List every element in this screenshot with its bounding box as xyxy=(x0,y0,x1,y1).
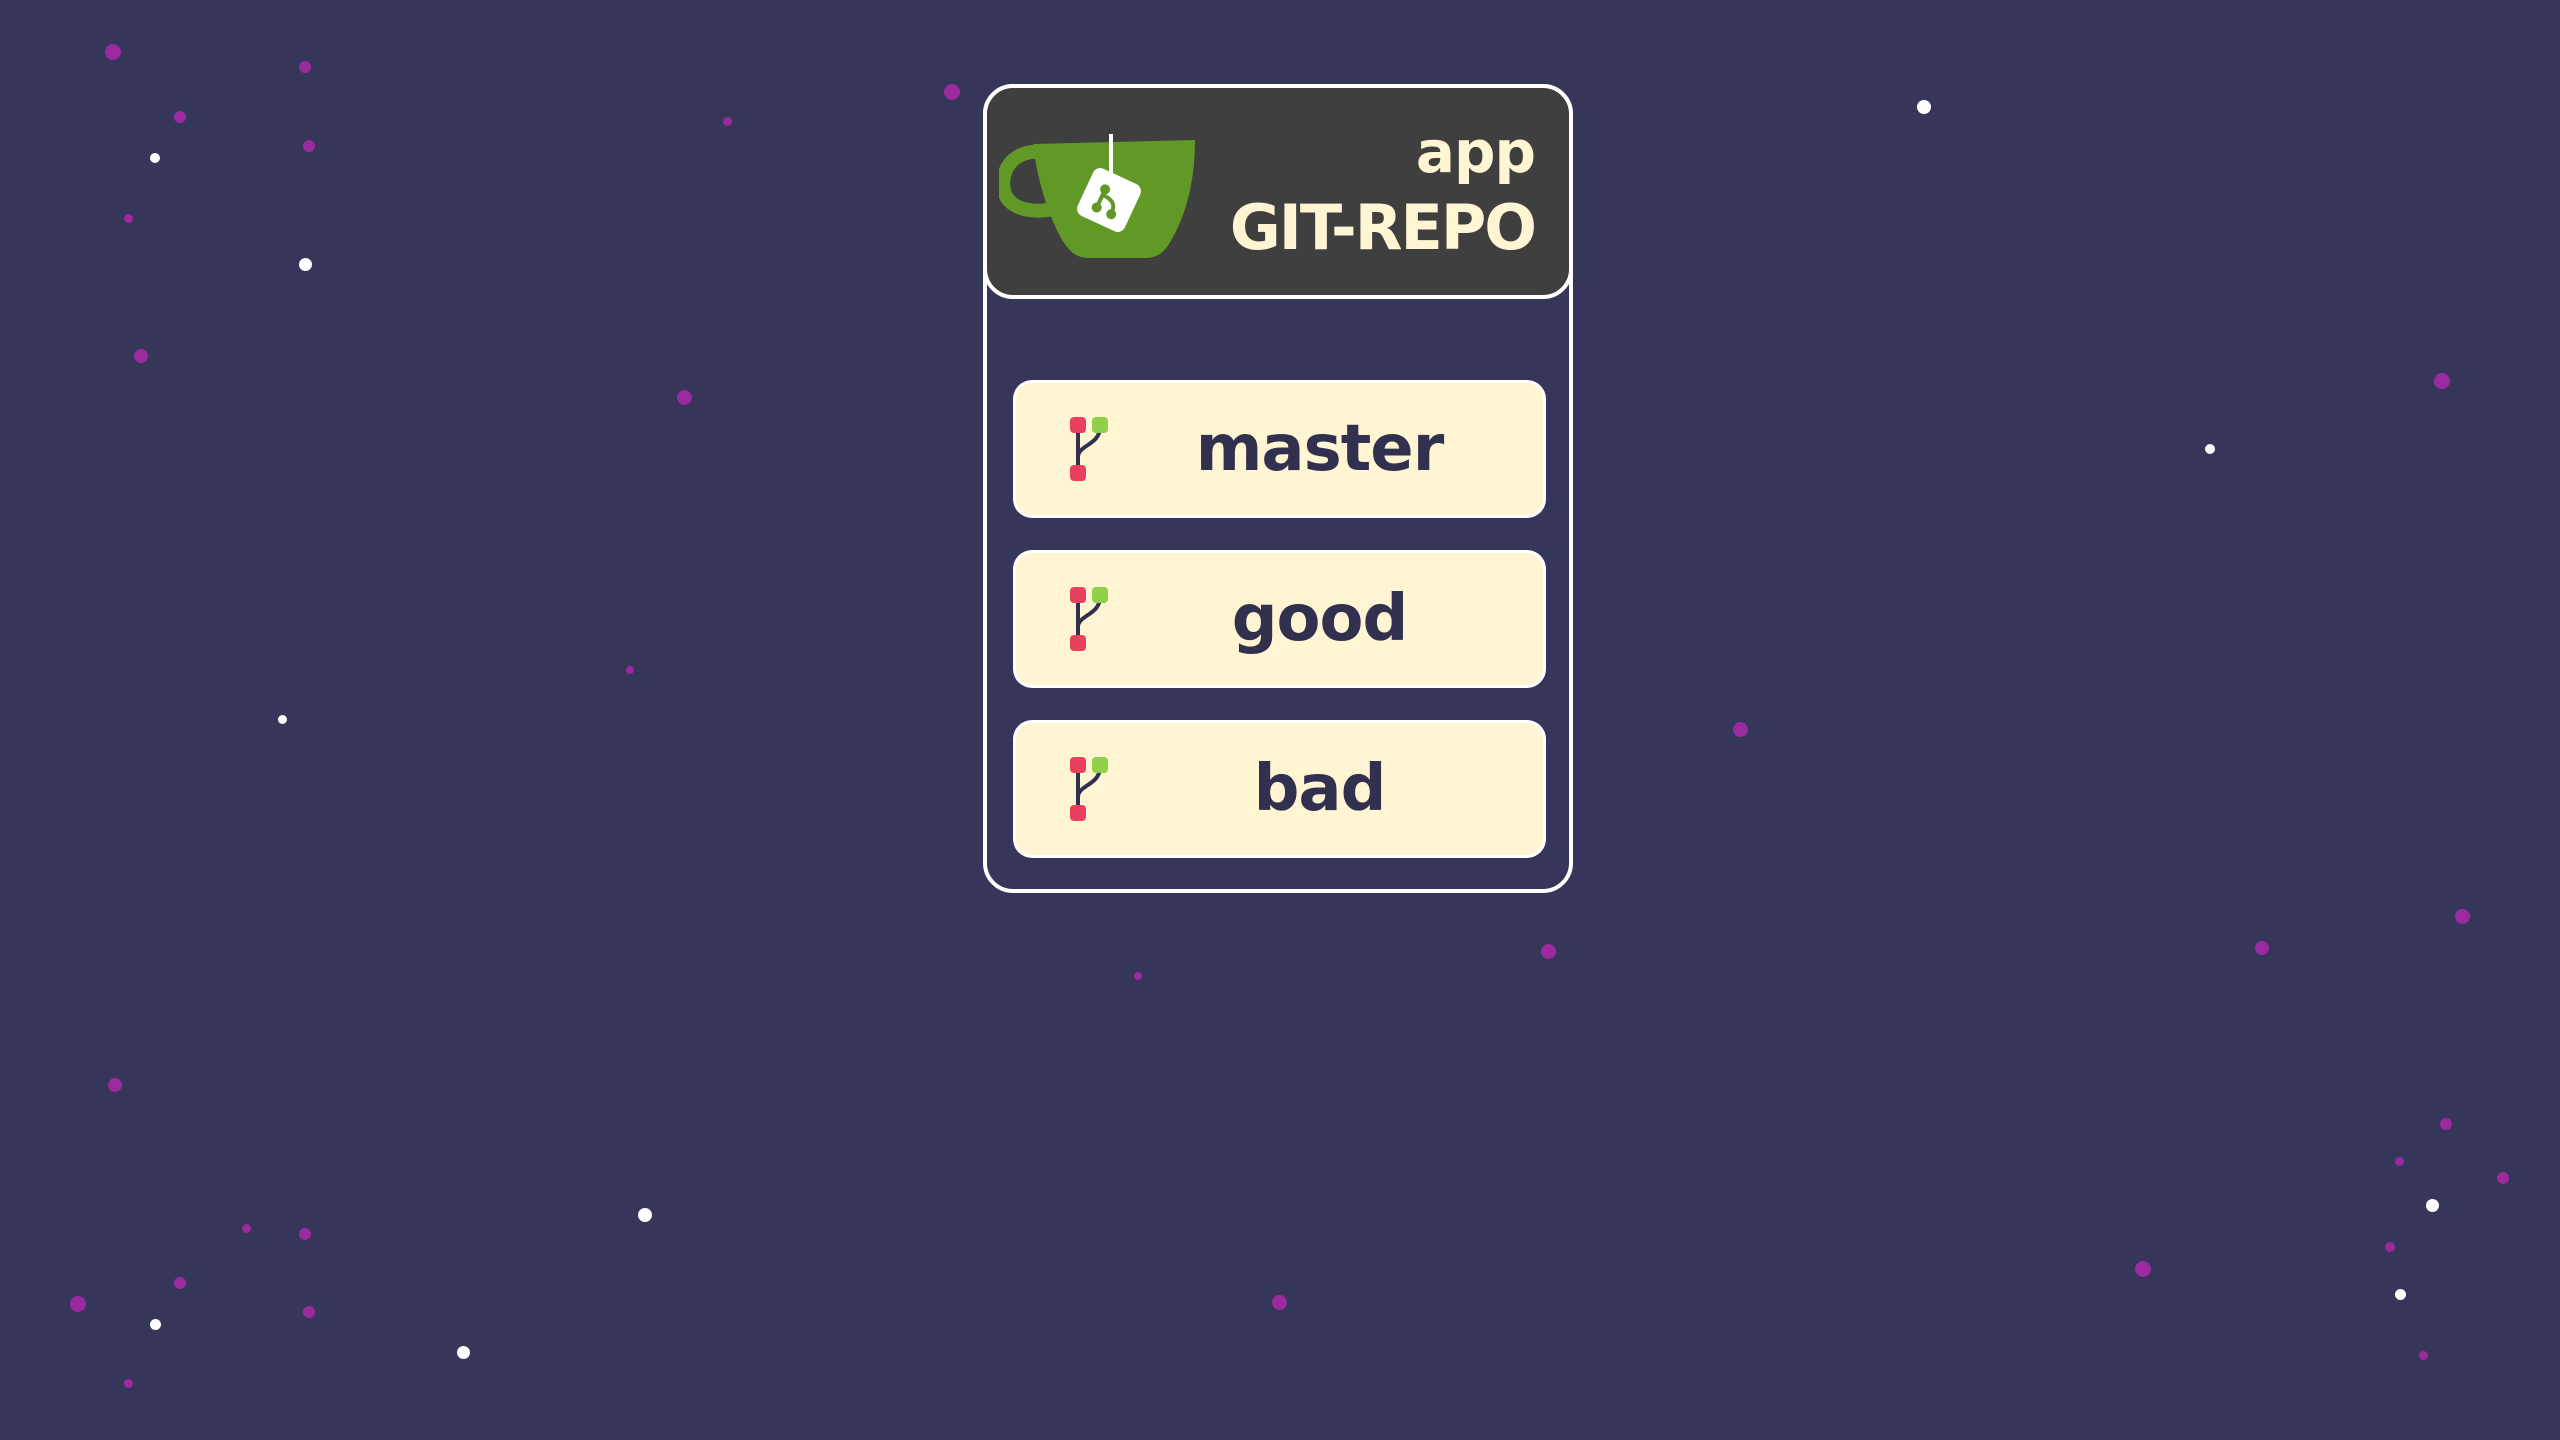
star-dot xyxy=(150,153,160,163)
star-dot xyxy=(70,1296,86,1312)
star-dot xyxy=(722,116,732,126)
star-dot xyxy=(149,1318,161,1330)
star-dot xyxy=(2434,373,2450,389)
star-dot xyxy=(299,1228,311,1240)
star-dot xyxy=(134,349,148,363)
star-dot xyxy=(1134,972,1142,980)
repository-header: app GIT-REPO xyxy=(983,84,1573,299)
star-dot xyxy=(1917,100,1931,114)
star-dot xyxy=(2385,1242,2395,1252)
star-dot xyxy=(174,1277,186,1289)
branch-label: good xyxy=(1231,582,1409,656)
branch-good[interactable]: good xyxy=(1016,553,1543,685)
star-dot xyxy=(944,84,960,100)
star-dot xyxy=(2440,1118,2452,1130)
star-dot xyxy=(241,1223,251,1233)
branch-label: master xyxy=(1195,412,1445,486)
star-dot xyxy=(456,1345,470,1359)
repository-title: GIT-REPO xyxy=(1229,191,1537,264)
branch-master[interactable]: master xyxy=(1016,383,1543,515)
star-dot xyxy=(123,213,133,223)
star-dot xyxy=(2255,941,2269,955)
branch-label: bad xyxy=(1253,752,1387,826)
star-dot xyxy=(303,140,315,152)
star-dot xyxy=(105,44,121,60)
star-dot xyxy=(676,389,692,405)
star-dot xyxy=(303,1306,315,1318)
star-dot xyxy=(2425,1198,2439,1212)
star-dot xyxy=(1271,1294,1287,1310)
git-branch-icon xyxy=(1070,587,1108,651)
repository-owner-label: app xyxy=(1415,118,1536,186)
star-dot xyxy=(2454,908,2470,924)
star-dot xyxy=(298,257,312,271)
star-dot xyxy=(277,714,287,724)
git-branch-icon xyxy=(1070,417,1108,481)
star-dot xyxy=(2418,1350,2428,1360)
git-branch-icon xyxy=(1070,757,1108,821)
star-dot xyxy=(2205,444,2215,454)
star-dot xyxy=(1732,721,1748,737)
branch-bad[interactable]: bad xyxy=(1016,723,1543,855)
star-dot xyxy=(123,1378,133,1388)
star-dot xyxy=(1540,943,1556,959)
star-dot xyxy=(2394,1288,2406,1300)
star-dot xyxy=(2497,1172,2509,1184)
star-dot xyxy=(2135,1261,2151,1277)
star-dot xyxy=(299,61,311,73)
star-dot xyxy=(108,1078,122,1092)
star-dot xyxy=(638,1208,652,1222)
star-dot xyxy=(2394,1156,2404,1166)
star-dot xyxy=(174,111,186,123)
gitea-teacup-icon xyxy=(999,134,1195,258)
star-dot xyxy=(626,666,634,674)
